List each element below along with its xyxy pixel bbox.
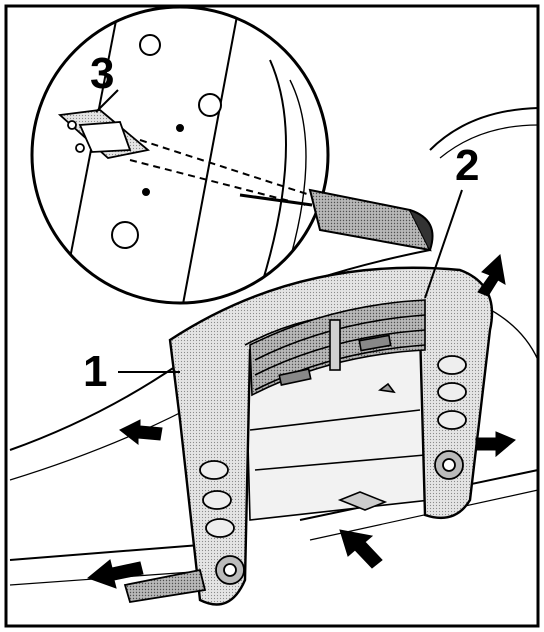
air-vent <box>249 299 426 397</box>
leader-lines <box>95 89 463 373</box>
retaining-clip-icon <box>57 109 151 159</box>
removal-arrow-icon <box>86 253 516 589</box>
screwdriver-icon <box>239 188 434 252</box>
callout-1: 1 <box>83 347 107 396</box>
dashed-guide-line <box>139 139 311 196</box>
magnifier-circle-icon <box>30 5 330 305</box>
callout-2: 2 <box>455 141 479 190</box>
right-leg-buttons <box>434 355 467 480</box>
left-leg-buttons <box>199 460 245 585</box>
callout-3: 3 <box>90 49 114 98</box>
pry-tool <box>123 568 207 604</box>
